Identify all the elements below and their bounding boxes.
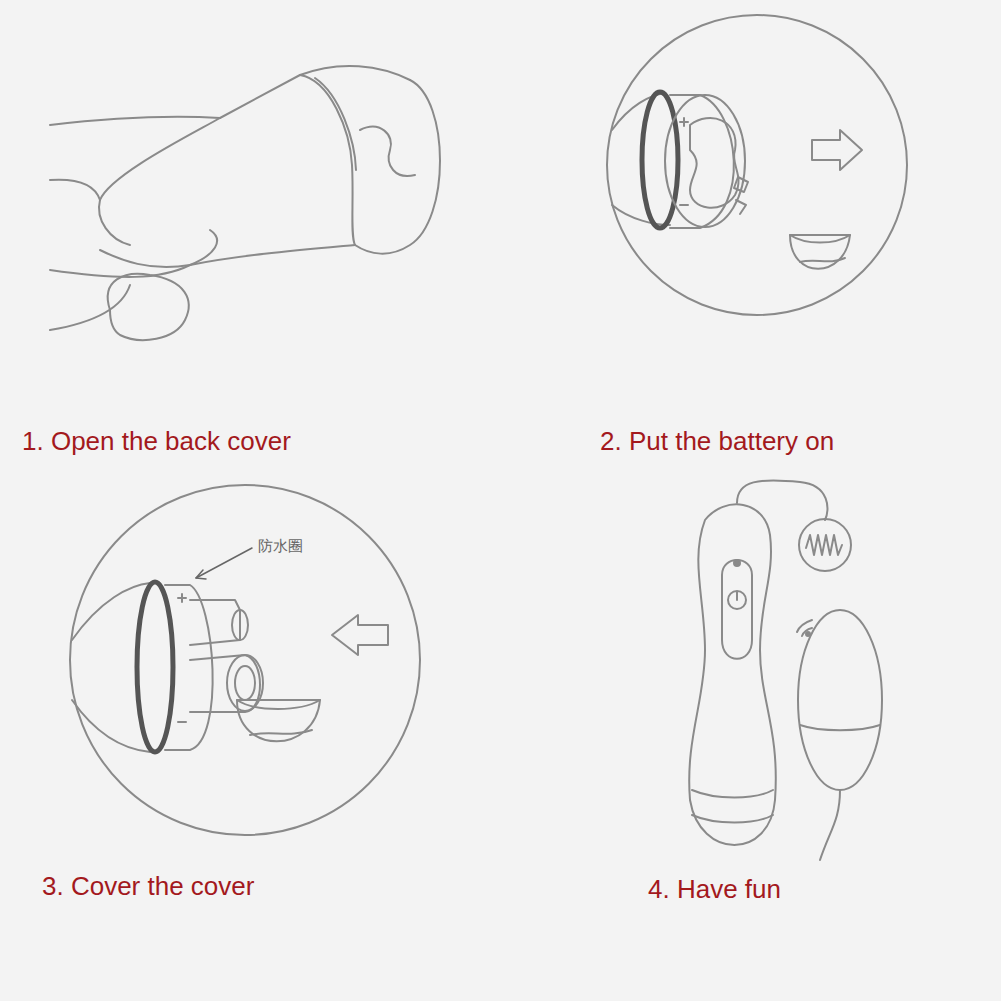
step-caption: 1. Open the back cover	[22, 427, 291, 456]
cover-close-figure	[70, 485, 420, 835]
battery-insert-figure	[607, 15, 907, 315]
step-caption: 4. Have fun	[648, 875, 781, 904]
remote-egg-figure	[689, 480, 882, 860]
part-label: 防水圈	[258, 538, 303, 555]
step-caption: 2. Put the battery on	[600, 427, 834, 456]
hand-device-figure	[50, 66, 440, 340]
step-caption: 3. Cover the cover	[42, 872, 254, 901]
